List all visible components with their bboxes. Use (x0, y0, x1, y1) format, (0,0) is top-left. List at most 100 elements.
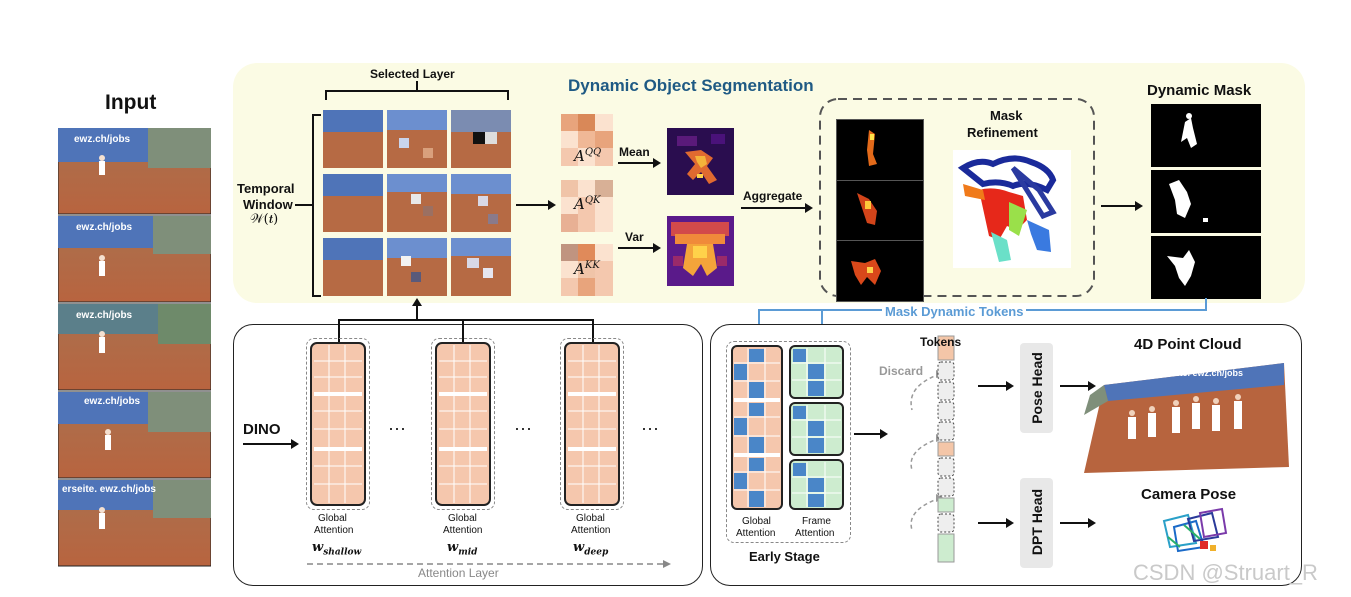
mask-dynamic-tokens-label: Mask Dynamic Tokens (882, 304, 1027, 319)
attention-qq-sup: QQ (584, 147, 602, 158)
mean-heatmap-svg (667, 128, 734, 195)
dino-col1-caption-2: Attention (314, 525, 354, 536)
es-frame-caption-2: Attention (795, 528, 835, 539)
mask-refinement-figure (953, 150, 1071, 268)
frame-attention-stack-svg (789, 345, 844, 510)
dino-col2-caption-2: Attention (443, 525, 483, 536)
discard-arrow-1 (910, 373, 941, 411)
mask-refinement-figure-svg (957, 155, 1057, 262)
refinement-mask-frame-1 (836, 119, 924, 181)
dino-col1-caption-1: Global (318, 513, 347, 524)
dynamic-mask-1-svg (1181, 113, 1197, 148)
input-frames-svg (57, 127, 212, 567)
selected-layer-label: Selected Layer (370, 67, 455, 81)
dino-column-deep-svg (564, 342, 620, 506)
input-frame-banner-2: ewz.ch/jobs (76, 222, 133, 233)
input-frame-banner-1: ewz.ch/jobs (74, 134, 131, 145)
attention-qk-label: AQK (574, 195, 601, 213)
var-heatmap (667, 216, 734, 286)
dynamic-mask-3 (1151, 236, 1261, 299)
attention-qk-svg (561, 180, 613, 232)
early-stage-label: Early Stage (749, 549, 820, 564)
dino-ellipsis-1: ··· (388, 418, 406, 438)
refinement-mask-3-svg (851, 259, 881, 285)
watermark: CSDN @Struart_R (1133, 560, 1318, 585)
attention-kk-sup: KK (584, 260, 600, 271)
refinement-mask-frame-3 (836, 240, 924, 302)
input-frame-1 (57, 127, 212, 215)
weight-deep-main: w (573, 540, 585, 555)
attention-matrix-qq (561, 114, 613, 166)
weight-shallow-main: w (312, 540, 324, 555)
var-label: Var (625, 230, 644, 244)
attention-kk-label: AKK (574, 260, 600, 278)
tile-row-1 (323, 110, 511, 168)
pose-head-box (1020, 343, 1053, 433)
right-drawing (854, 335, 1096, 563)
dos-title: Dynamic Object Segmentation (568, 76, 814, 95)
selected-layer-bracket (325, 81, 509, 100)
weight-mid: wmid (447, 540, 477, 558)
refinement-mask-1-svg (867, 130, 877, 166)
mean-label: Mean (619, 145, 650, 159)
dino-ellipsis-2: ··· (514, 418, 532, 438)
mask-refinement-line2: Refinement (967, 125, 1038, 140)
camera-pose-svg (1162, 507, 1228, 553)
refinement-mask-frame-2 (836, 180, 924, 242)
input-frame-2 (57, 215, 212, 303)
dpt-head-label: DPT Head (1029, 488, 1045, 556)
dynamic-mask-2-svg (1169, 180, 1208, 222)
weight-mid-sub: mid (458, 547, 478, 558)
attention-qq-svg (561, 114, 613, 166)
attention-kk-main: A (574, 260, 585, 278)
mask-refinement-box (819, 98, 1095, 297)
input-frame-strip (57, 127, 212, 568)
dino-column-shallow-svg (310, 342, 366, 506)
weight-shallow: wshallow (312, 540, 361, 558)
point-cloud-svg (1084, 363, 1289, 473)
weight-mid-main: w (447, 540, 459, 555)
token-column (937, 335, 955, 563)
attention-kk-svg (561, 244, 613, 296)
dos-drawing (295, 81, 1143, 297)
point-cloud-image (1084, 355, 1289, 483)
attention-layer-label: Attention Layer (418, 566, 499, 580)
weight-deep: wdeep (573, 540, 608, 558)
discard-arrow-3 (910, 497, 941, 531)
global-attention-stack-svg (731, 345, 783, 510)
es-global-caption-1: Global (742, 516, 771, 527)
input-frame-3 (57, 303, 212, 391)
global-attention-stack (731, 345, 783, 510)
dino-column-shallow (306, 338, 370, 510)
dino-label: DINO (243, 421, 281, 438)
discard-label: Discard (879, 364, 924, 378)
camera-pose-figure (1160, 507, 1240, 562)
dino-column-mid-svg (435, 342, 491, 506)
input-frame-banner-5: erseite. ewz.ch/jobs (62, 484, 156, 495)
selected-layer-tile-grid (323, 110, 513, 300)
dpt-head-box (1020, 478, 1053, 568)
temporal-window-line1: Temporal (237, 181, 295, 196)
discard-arrow-2 (910, 437, 941, 471)
mask-refinement-line1: Mask (990, 108, 1023, 123)
mean-heatmap (667, 128, 734, 195)
weight-shallow-sub: shallow (323, 547, 362, 558)
es-frame-caption-1: Frame (802, 516, 831, 527)
attention-qq-main: A (574, 147, 585, 165)
tile-row-2 (323, 174, 511, 232)
input-frame-banner-3: ewz.ch/jobs (76, 310, 133, 321)
dino-col2-caption-1: Global (448, 513, 477, 524)
weight-deep-sub: deep (584, 547, 609, 558)
dynamic-mask-2 (1151, 170, 1261, 233)
dynamic-mask-title: Dynamic Mask (1147, 82, 1252, 99)
dynamic-mask-3-svg (1167, 250, 1195, 286)
attention-qk-main: A (574, 195, 585, 213)
pose-head-label: Pose Head (1029, 352, 1045, 424)
early-stage-box (726, 341, 851, 543)
attention-matrix-kk (561, 244, 613, 296)
input-title: Input (105, 91, 157, 114)
temporal-window-bracket (295, 114, 321, 297)
dino-ellipsis-3: ··· (641, 418, 659, 438)
dino-col3-caption-2: Attention (571, 525, 611, 536)
var-heatmap-svg (667, 216, 734, 286)
